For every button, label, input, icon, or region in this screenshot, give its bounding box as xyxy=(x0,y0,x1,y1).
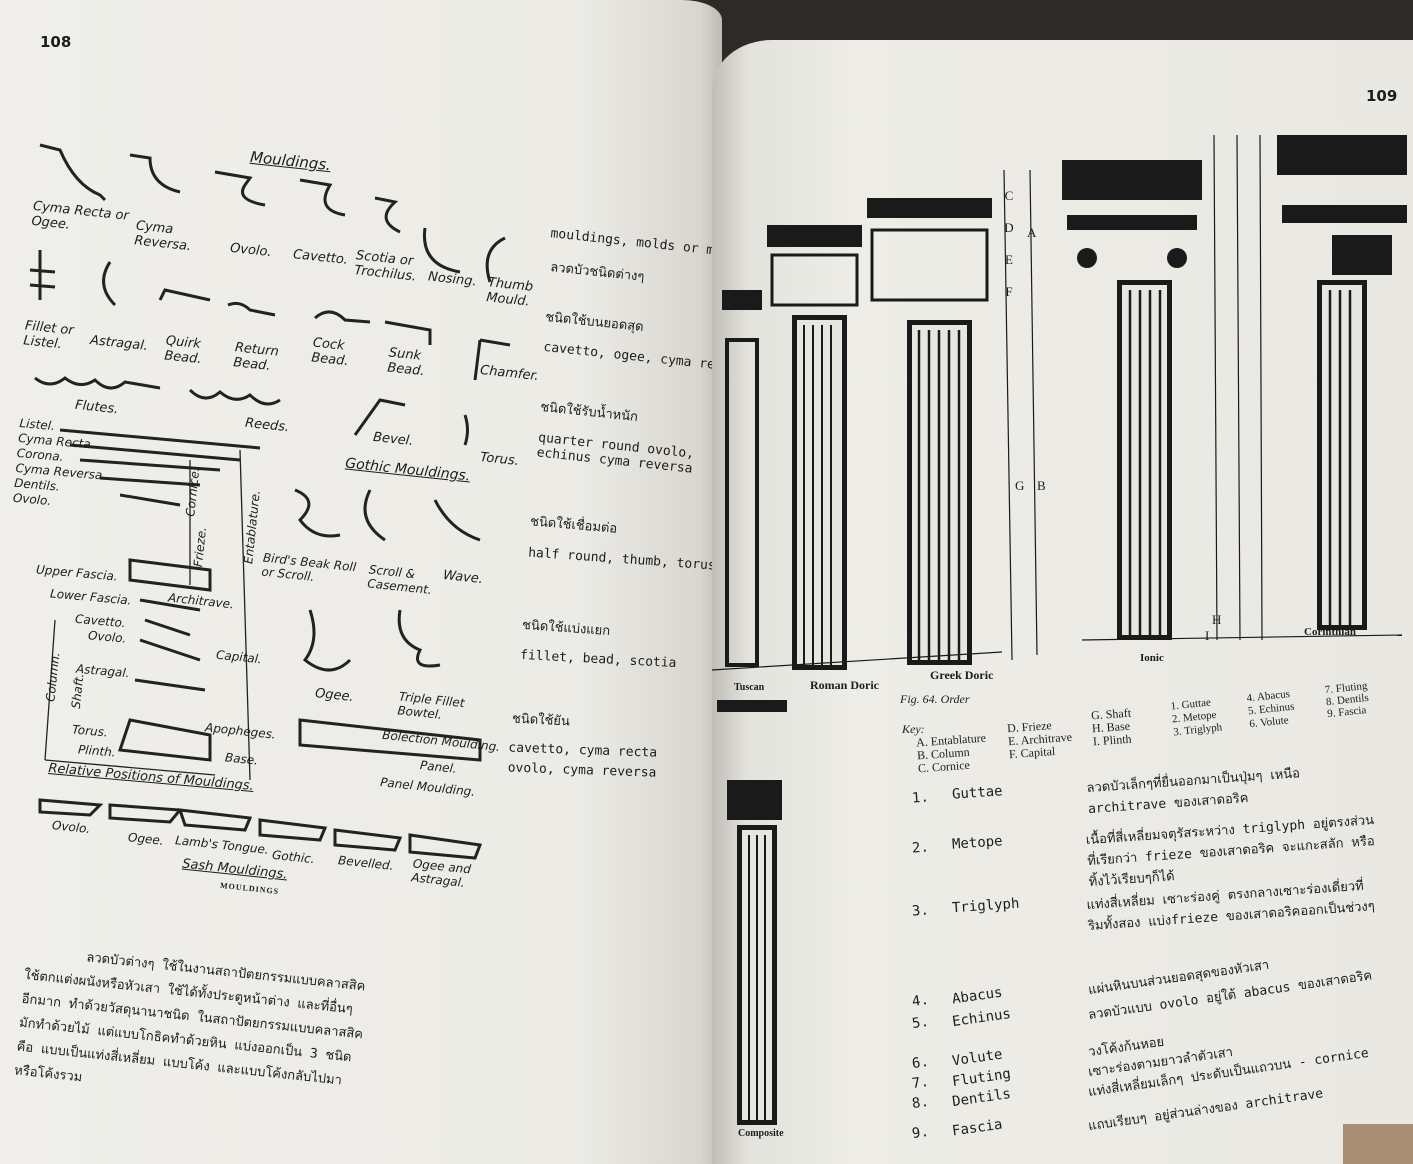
dimension-letter: G xyxy=(1015,478,1025,493)
left-page-108: 108 Mouldings. xyxy=(0,0,777,1164)
order-name: Ionic xyxy=(1140,652,1164,664)
key-item: I. Plinth xyxy=(1092,731,1132,749)
right-page-109: 109 xyxy=(712,40,1413,1164)
glossary-number: 5. xyxy=(910,1013,930,1033)
glossary-number: 3. xyxy=(911,902,930,920)
glossary-number: 4. xyxy=(910,991,930,1011)
glossary-number: 7. xyxy=(910,1073,930,1093)
note-heading: ชนิดใช้ยัน xyxy=(511,711,571,730)
table-corner xyxy=(1343,1124,1413,1164)
key-label: Key: xyxy=(902,722,925,736)
dimension-letter: A xyxy=(1027,225,1037,240)
dimension-letter: E xyxy=(1005,252,1013,267)
orders-illustration xyxy=(712,134,1407,1125)
key-letters-col3: G. Shaft H. Base I. Plinth xyxy=(1091,706,1134,749)
relative-label: Torus. xyxy=(71,722,109,740)
order-name: Roman Doric xyxy=(810,678,879,692)
note-text: cavetto, cyma recta ovolo, cyma reversa xyxy=(507,740,658,781)
key-letters-col2: D. Frieze E. Architrave F. Capital xyxy=(1007,718,1074,761)
order-name: Tuscan xyxy=(734,682,765,693)
key-numbers-col3: 7. Fluting 8. Dentils 9. Fascia xyxy=(1324,680,1370,720)
dimension-letter: D xyxy=(1004,220,1014,235)
dimension-letter: B xyxy=(1037,478,1046,493)
dimension-letter: H xyxy=(1212,612,1222,627)
glossary-number: 9. xyxy=(910,1123,930,1143)
moulding-label: Return Bead. xyxy=(232,340,280,374)
glossary-number: 2. xyxy=(911,839,930,857)
glossary-number: 8. xyxy=(910,1093,930,1113)
body-paragraph: ลวดบัวต่างๆ ใช้ในงานสถาปัตยกรรมแบบคลาสสิ… xyxy=(13,940,369,1119)
moulding-label: Thumb Mould. xyxy=(485,275,534,310)
moulding-label: Quirk Bead. xyxy=(163,333,203,368)
moulding-label: Cock Bead. xyxy=(310,335,350,370)
order-name: Composite xyxy=(738,1128,784,1139)
dimension-letter: C xyxy=(1004,188,1014,203)
moulding-label: Sunk Bead. xyxy=(386,345,426,380)
dimension-letter: I xyxy=(1205,628,1210,643)
dimension-letter: F xyxy=(1005,284,1013,299)
glossary-number: 6. xyxy=(910,1053,930,1073)
glossary-number: 1. xyxy=(911,789,930,807)
order-name: Greek Doric xyxy=(930,668,994,682)
dimension-letters-greek: C D E F xyxy=(1002,180,1016,308)
relative-labels-top: Listel. Cyma Recta. Corona. Cyma Reversa… xyxy=(12,416,114,514)
key-numbers-col2: 4. Abacus 5. Echinus 6. Volute xyxy=(1246,688,1296,732)
page-number: 109 xyxy=(1366,87,1398,105)
order-name: Corinthian xyxy=(1304,626,1356,638)
key-numbers-col1: 1. Guttae 2. Metope 3. Triglyph xyxy=(1170,696,1223,740)
mouldings-illustration xyxy=(29,143,511,860)
key-letters-col1: A. Entablature B. Column C. Cornice xyxy=(916,731,989,776)
figure-caption: Fig. 64. Order xyxy=(900,692,970,706)
page-number: 108 xyxy=(40,33,72,51)
